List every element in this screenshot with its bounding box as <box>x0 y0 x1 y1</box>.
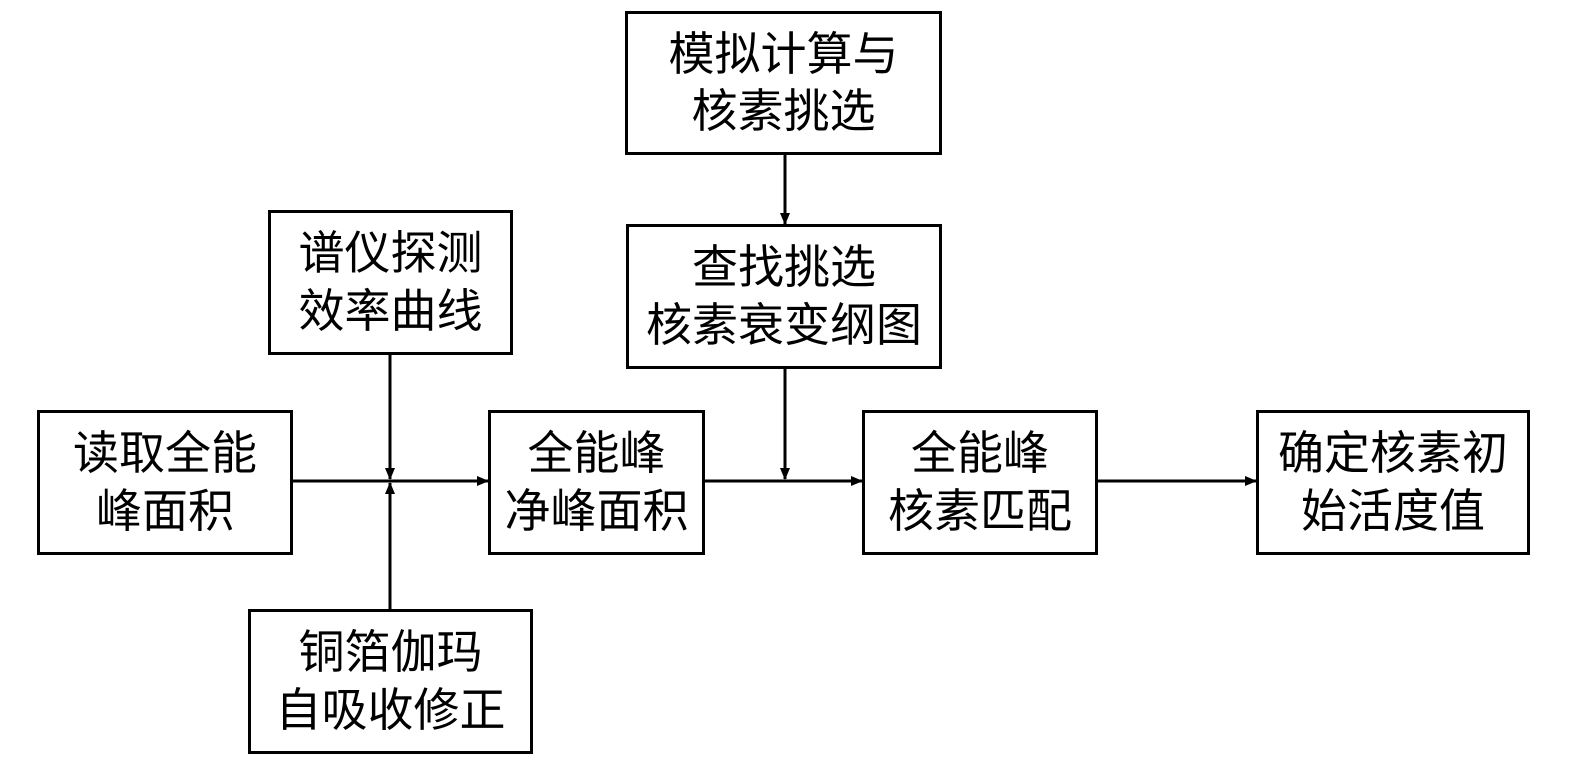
simulation-line1: 模拟计算与 <box>668 26 899 81</box>
decay-scheme-line2: 核素衰变纲图 <box>646 297 922 352</box>
read-peak-line1: 读取全能 <box>73 426 257 480</box>
decay-scheme-line1: 查找挑选 <box>692 240 876 294</box>
net-peak-box: 全能峰 净峰面积 <box>488 410 705 555</box>
self-absorption-line2: 自吸收修正 <box>275 682 506 737</box>
decay-scheme-box: 查找挑选 核素衰变纲图 <box>626 224 942 369</box>
activity-line1: 确定核素初 <box>1278 426 1508 480</box>
activity-line2: 始活度值 <box>1301 483 1485 538</box>
net-peak-line1: 全能峰 <box>527 426 666 480</box>
simulation-box: 模拟计算与 核素挑选 <box>625 11 942 155</box>
simulation-line2: 核素挑选 <box>691 84 876 138</box>
read-peak-box: 读取全能 峰面积 <box>37 410 293 555</box>
self-absorption-box: 铜箔伽玛 自吸收修正 <box>248 609 533 754</box>
read-peak-line2: 峰面积 <box>96 483 234 538</box>
efficiency-line2: 效率曲线 <box>298 283 483 338</box>
matching-line1: 全能峰 <box>911 426 1049 480</box>
efficiency-line1: 谱仪探测 <box>298 226 483 280</box>
matching-line2: 核素匹配 <box>888 483 1072 538</box>
net-peak-line2: 净峰面积 <box>504 483 689 538</box>
efficiency-box: 谱仪探测 效率曲线 <box>268 210 513 355</box>
activity-box: 确定核素初 始活度值 <box>1256 410 1530 555</box>
matching-box: 全能峰 核素匹配 <box>862 410 1098 555</box>
self-absorption-line1: 铜箔伽玛 <box>298 625 483 679</box>
